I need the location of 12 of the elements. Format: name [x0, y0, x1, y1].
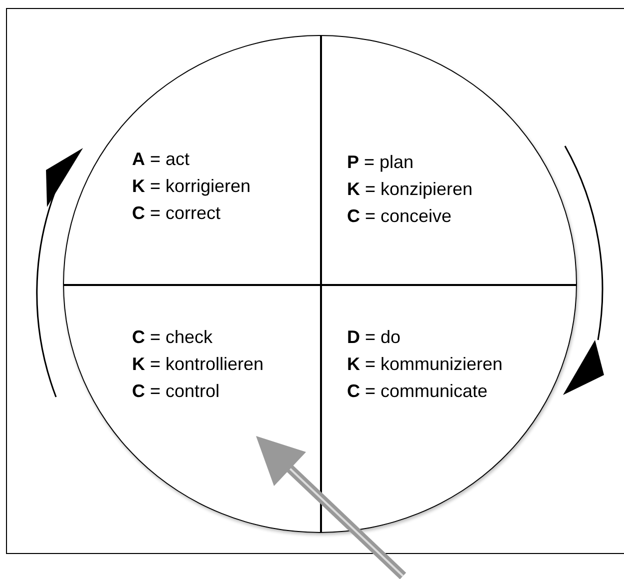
definition-text: P = plan — [347, 151, 415, 174]
definition-text: C = communicate — [347, 380, 489, 403]
definition-text: K = konzipieren — [347, 178, 473, 201]
definition-text: C = check — [132, 326, 214, 349]
definition-text: K = kommunizieren — [347, 353, 503, 376]
definition-text: K = korrigieren — [132, 175, 251, 198]
definition-text: D = do — [347, 326, 402, 349]
definition-text: A = act — [132, 148, 191, 171]
definition-text: C = control — [132, 380, 221, 403]
definition-text: K = kontrollieren — [132, 353, 264, 376]
definition-text: C = correct — [132, 202, 222, 225]
definition-text: C = conceive — [347, 205, 453, 228]
